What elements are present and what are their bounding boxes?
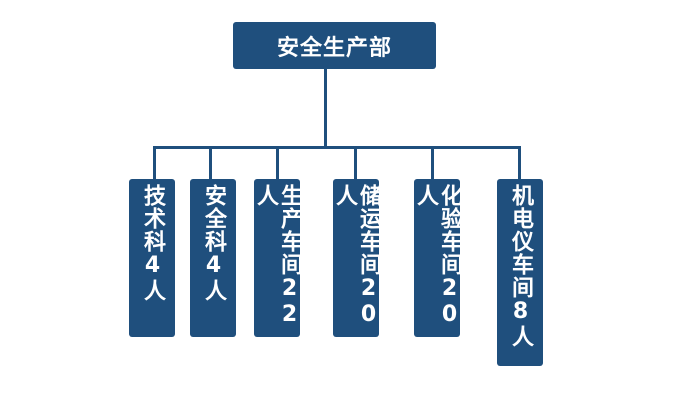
- connector-branch-5: [431, 146, 434, 180]
- connector-trunk: [324, 68, 327, 147]
- department-head-node: 安全生产部: [233, 22, 436, 69]
- connector-branch-4: [354, 146, 357, 180]
- department-head-label: 安全生产部: [276, 35, 392, 61]
- dept-label-tech: 技术科4人: [140, 184, 165, 302]
- dept-node-lab: 化验车间20人: [413, 179, 462, 337]
- dept-node-production: 生产车间22人: [253, 179, 302, 337]
- dept-label-production: 生产车间22人: [253, 184, 302, 328]
- dept-node-electromechanical: 机电仪车间8人: [497, 179, 543, 366]
- dept-label-lab: 化验车间20人: [413, 184, 462, 328]
- connector-branch-3: [276, 146, 279, 180]
- connector-bus: [153, 146, 521, 149]
- dept-label-storage: 储运车间20人: [332, 184, 381, 328]
- connector-branch-6: [518, 146, 521, 180]
- dept-node-tech: 技术科4人: [129, 179, 175, 337]
- dept-node-storage: 储运车间20人: [332, 179, 381, 337]
- dept-label-safety: 安全科4人: [201, 184, 226, 302]
- connector-branch-2: [209, 146, 212, 180]
- dept-node-safety: 安全科4人: [190, 179, 236, 337]
- dept-label-electromechanical: 机电仪车间8人: [508, 184, 533, 348]
- connector-branch-1: [153, 146, 156, 180]
